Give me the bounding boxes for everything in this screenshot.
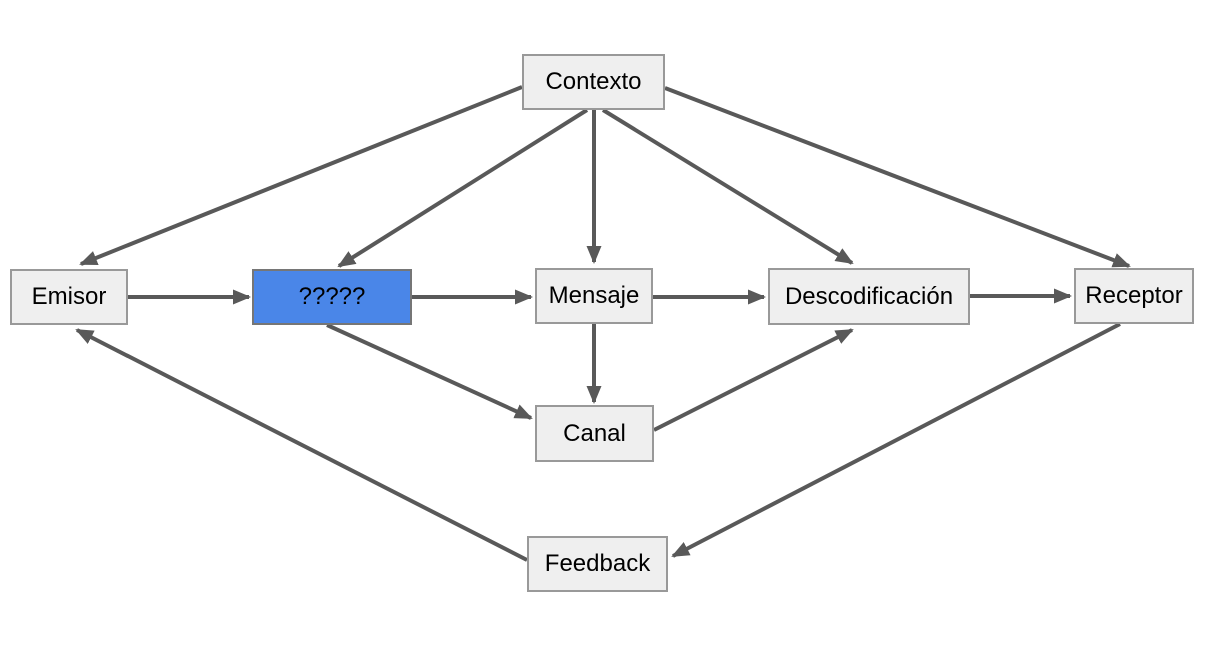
node-label-feedback: Feedback	[544, 550, 651, 577]
arrow-canal-to-descodificacion	[653, 328, 854, 432]
node-emisor: Emisor	[10, 269, 128, 325]
node-label-receptor: Receptor	[1085, 282, 1183, 309]
node-label-mensaje: Mensaje	[548, 282, 640, 309]
arrow-feedback-to-emisor	[75, 328, 528, 562]
node-label-descodificacion: Descodificación	[784, 282, 954, 310]
arrow-contexto-to-emisor	[79, 85, 523, 266]
node-feedback: Feedback	[527, 536, 668, 592]
node-contexto: Contexto	[522, 54, 665, 110]
arrow-contexto-to-descodificacion	[601, 108, 854, 265]
node-mensaje: Mensaje	[535, 268, 653, 324]
node-label-emisor: Emisor	[31, 283, 107, 310]
node-label-contexto: Contexto	[545, 68, 642, 95]
node-descodificacion: Descodificación	[768, 268, 970, 325]
node-canal: Canal	[535, 405, 654, 462]
node-unknown: ?????	[252, 269, 412, 325]
node-label-canal: Canal	[563, 419, 626, 447]
node-label-unknown: ?????	[298, 283, 366, 310]
arrow-receptor-to-feedback	[671, 322, 1121, 558]
arrow-contexto-to-unknown	[337, 108, 589, 268]
arrow-unknown-to-canal	[326, 323, 533, 420]
arrow-contexto-to-receptor	[664, 86, 1131, 268]
node-receptor: Receptor	[1074, 268, 1194, 324]
